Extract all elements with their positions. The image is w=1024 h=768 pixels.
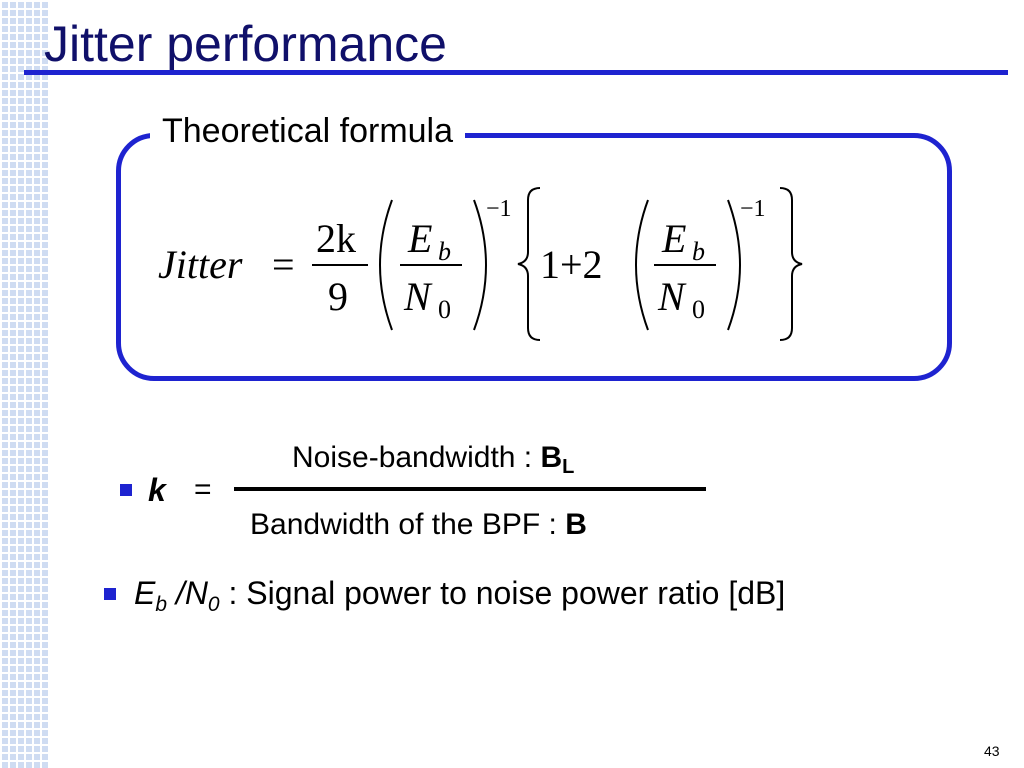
k-denominator-text: Bandwidth of the BPF : bbox=[250, 508, 566, 541]
equation-equals: = bbox=[272, 242, 295, 287]
right-paren-1 bbox=[473, 199, 487, 331]
ratio2-numerator-sub: b bbox=[692, 237, 705, 266]
ratio1-denominator-sub: 0 bbox=[438, 295, 451, 324]
title-underline bbox=[24, 70, 1008, 75]
ebn0-symbol-e: Eb bbox=[134, 575, 167, 616]
coef-numerator: 2k bbox=[316, 216, 356, 261]
right-paren-2 bbox=[727, 199, 741, 331]
left-brace bbox=[517, 187, 541, 341]
coef-denominator: 9 bbox=[328, 274, 348, 319]
exponent-1: −1 bbox=[486, 196, 512, 222]
left-paren-2 bbox=[635, 199, 649, 331]
ebn0-n: N bbox=[184, 575, 208, 611]
right-brace bbox=[779, 187, 803, 341]
k-variable: k bbox=[148, 472, 166, 508]
exponent-2: −1 bbox=[740, 196, 766, 222]
k-equals: = bbox=[194, 473, 212, 506]
ratio1-denominator: N bbox=[403, 274, 433, 319]
slide-title: Jitter performance bbox=[44, 16, 447, 72]
ratio1-numerator-sub: b bbox=[438, 237, 451, 266]
one-plus-two: 1+2 bbox=[540, 242, 603, 287]
k-numerator: Noise-bandwidth : BL bbox=[292, 438, 574, 487]
k-numerator-symbol-main: B bbox=[540, 441, 563, 474]
ebn0-slash: / bbox=[175, 575, 185, 611]
ebn0-e-sub: b bbox=[155, 593, 168, 616]
ebn0-e: E bbox=[134, 575, 156, 611]
ebn0-definition: Eb /N0 : Signal power to noise power rat… bbox=[134, 572, 785, 626]
ratio2-denominator-sub: 0 bbox=[692, 295, 705, 324]
bullet-k-definition bbox=[120, 484, 132, 496]
formula-box-label: Theoretical formula bbox=[150, 110, 466, 152]
ratio1-numerator: E bbox=[407, 216, 432, 261]
k-numerator-symbol-sub: L bbox=[562, 456, 575, 478]
ebn0-description: : Signal power to noise power ratio [dB] bbox=[219, 575, 786, 611]
bullet-ebn0-definition bbox=[104, 588, 116, 600]
k-numerator-text: Noise-bandwidth : bbox=[292, 441, 541, 474]
ebn0-symbol-n: /N0 bbox=[175, 575, 220, 616]
equation-lhs: Jitter bbox=[158, 242, 243, 287]
k-numerator-symbol: BL bbox=[540, 441, 574, 478]
ebn0-n-sub: 0 bbox=[207, 593, 220, 616]
ratio2-numerator: E bbox=[661, 216, 686, 261]
decorative-grid-strip bbox=[0, 0, 48, 768]
ratio2-denominator: N bbox=[657, 274, 687, 319]
k-denominator: Bandwidth of the BPF : B bbox=[250, 505, 587, 545]
formula-box bbox=[116, 133, 952, 381]
left-paren-1 bbox=[379, 199, 393, 331]
page-number: 43 bbox=[984, 743, 1000, 759]
k-denominator-symbol: B bbox=[565, 508, 587, 541]
k-fraction-bar bbox=[234, 487, 706, 491]
